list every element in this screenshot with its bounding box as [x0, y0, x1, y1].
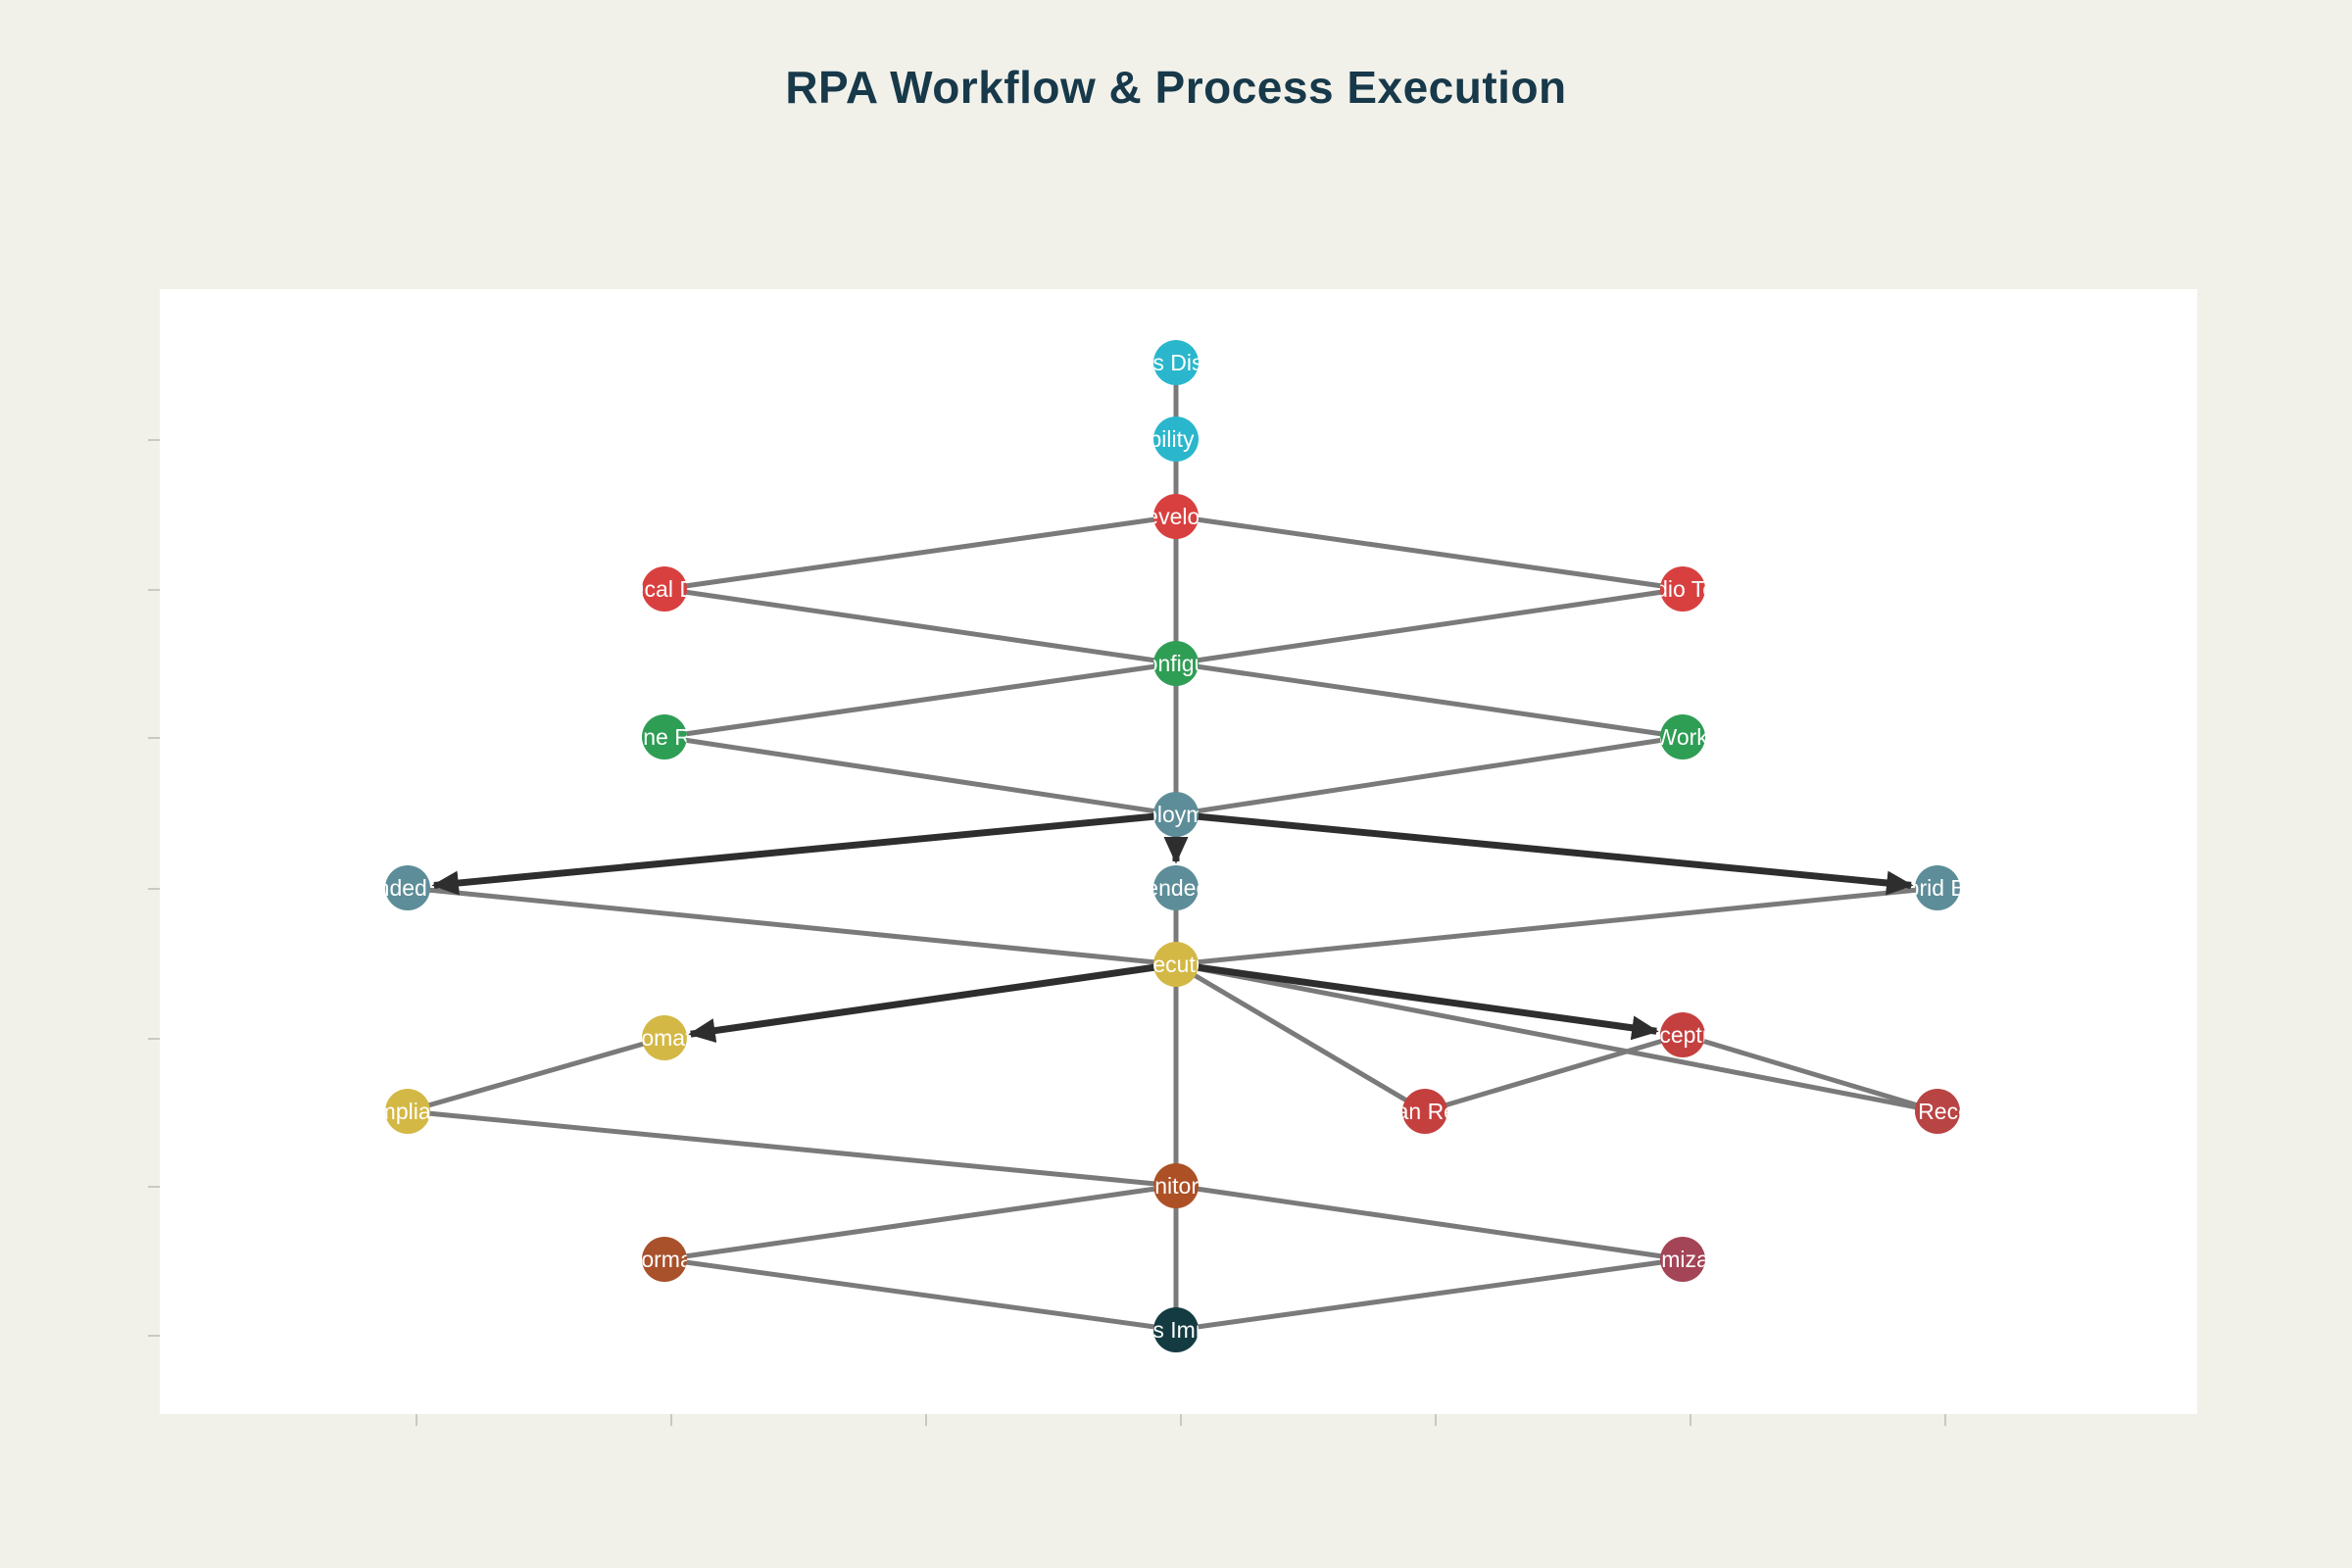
diagram-node-rw: RPA Workflows [1660, 714, 1705, 760]
diagram-node-hb: Hybrid Bots [1915, 865, 1960, 910]
edge-ec-er [1682, 1032, 1938, 1114]
edge-mo-pf [663, 1183, 1177, 1262]
node-label: Optimization [1660, 1246, 1705, 1272]
axis-tick-left [148, 888, 160, 890]
axis-tick-left [148, 1335, 160, 1337]
node-label: Human Review [1402, 1098, 1447, 1124]
axis-tick-bottom [1180, 1414, 1182, 1426]
diagram-node-dp: Deployment [1153, 792, 1199, 837]
node-label: Unattended Bots [1153, 874, 1199, 901]
diagram-node-st: Studio Tools [1660, 566, 1705, 612]
axis-tick-left [148, 589, 160, 591]
diagram-node-ex: Execution [1153, 942, 1199, 987]
node-label: Bot Development [1153, 503, 1199, 529]
node-label: Process Discovery [1153, 349, 1199, 375]
edge-bd-td [663, 514, 1177, 592]
node-label: Attended Bots [385, 874, 430, 901]
edge-ex-er [1175, 961, 1938, 1114]
diagram-node-fs: Feasibility Study [1153, 416, 1199, 462]
node-label: Monitoring [1153, 1172, 1199, 1199]
diagram-node-bc: Bot Configuration [1153, 641, 1199, 686]
diagram-node-op: Optimization [1660, 1237, 1705, 1282]
node-label: Deployment [1153, 801, 1199, 827]
edge-rw-dp [1175, 734, 1684, 817]
diagram-node-bd: Bot Development [1153, 494, 1199, 539]
axis-tick-left [148, 737, 160, 739]
axis-tick-bottom [1435, 1414, 1437, 1426]
edge-st-bc [1175, 586, 1684, 666]
diagram-node-mo: Monitoring [1153, 1163, 1199, 1208]
diagram-node-pf: Performance [642, 1237, 687, 1282]
diagram-node-mr: Machine Robots [642, 714, 687, 760]
diagram-node-er: Error Recovery [1915, 1089, 1960, 1134]
edge-dp-hb [1175, 810, 1914, 896]
edge-op-ci [1175, 1256, 1684, 1333]
diagram-node-au: Automation [642, 1015, 687, 1060]
diagram-node-ec: Exception [1660, 1012, 1705, 1057]
node-label: Error Recovery [1915, 1098, 1960, 1124]
node-label: Performance [642, 1246, 687, 1272]
node-label: Technical Design [642, 575, 687, 602]
page-title: RPA Workflow & Process Execution [785, 62, 1567, 113]
node-label: Exception [1660, 1021, 1705, 1048]
diagram-node-ub: Unattended Bots [1153, 865, 1199, 910]
edge-hb-ex [1175, 885, 1938, 967]
axis-tick-left [148, 1186, 160, 1188]
node-label: Execution [1153, 951, 1199, 977]
edge-bc-rw [1175, 661, 1684, 740]
edge-ex-ec [1175, 960, 1659, 1041]
node-label: Automation [642, 1024, 687, 1051]
node-label: Continuous Improvement [1153, 1316, 1199, 1343]
diagram-node-ci: Continuous Improvement [1153, 1307, 1199, 1352]
axis-tick-left [148, 1038, 160, 1040]
node-label: Feasibility Study [1153, 425, 1199, 452]
axis-tick-bottom [416, 1414, 417, 1426]
edge-ab-ex [407, 885, 1177, 967]
edge-bc-mr [663, 661, 1177, 740]
edge-co-mo [407, 1108, 1177, 1189]
node-label: Machine Robots [642, 723, 687, 750]
edge-ex-au [688, 960, 1177, 1043]
axis-tick-bottom [670, 1414, 672, 1426]
edge-dp-ab [431, 810, 1177, 896]
edge-hr-ec [1424, 1032, 1684, 1114]
edge-td-bc [663, 586, 1177, 666]
edge-bd-st [1175, 514, 1684, 592]
node-label: Hybrid Bots [1915, 874, 1960, 901]
diagram-node-ab: Attended Bots [385, 865, 430, 910]
axis-tick-left [148, 439, 160, 441]
node-label: Studio Tools [1660, 575, 1705, 602]
diagram-node-td: Technical Design [642, 566, 687, 612]
edge-mo-op [1175, 1183, 1684, 1262]
diagram-node-co: Compliance [385, 1089, 430, 1134]
node-label: Compliance [385, 1098, 430, 1124]
edge-pf-ci [663, 1256, 1177, 1333]
axis-tick-bottom [1690, 1414, 1691, 1426]
node-label: Bot Configuration [1153, 650, 1199, 676]
axis-tick-bottom [925, 1414, 927, 1426]
edge-mr-dp [663, 734, 1177, 817]
edge-ex-hr [1174, 961, 1427, 1114]
diagram-node-pd: Process Discovery [1153, 340, 1199, 385]
diagram-node-hr: Human Review [1402, 1089, 1447, 1134]
node-label: RPA Workflows [1660, 723, 1705, 750]
edge-au-co [407, 1035, 665, 1114]
axis-tick-bottom [1944, 1414, 1946, 1426]
